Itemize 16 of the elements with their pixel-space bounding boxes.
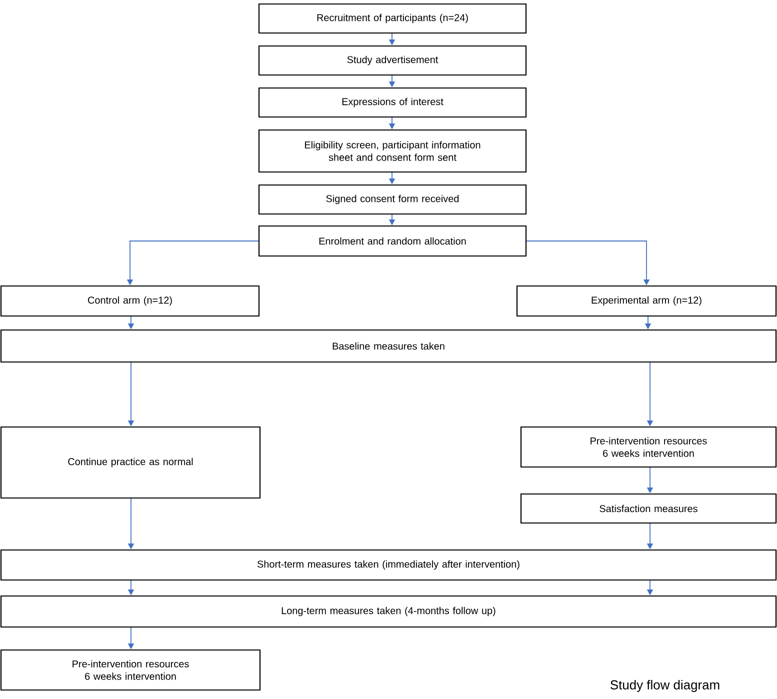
process-box: Expressions of interest: [258, 87, 527, 118]
process-box: Recruitment of participants (n=24): [258, 3, 527, 34]
process-box: Continue practice as normal: [0, 426, 261, 499]
process-box: Pre-intervention resources 6 weeks intervention: [520, 426, 777, 468]
process-box: Experimental arm (n=12): [516, 285, 777, 317]
process-box: Control arm (n=12): [0, 285, 260, 317]
process-box: Signed consent form received: [258, 184, 527, 215]
process-box: Baseline measures taken: [0, 329, 777, 363]
process-box: Eligibility screen, participant information sheet and consent form sent: [258, 129, 527, 173]
caption: Study flow diagram: [610, 680, 720, 692]
process-box: Satisfaction measures: [520, 493, 777, 524]
process-box: Short-term measures taken (immediately after intervention): [0, 549, 777, 581]
process-box: Enrolment and random allocation: [258, 225, 527, 257]
process-box: Pre-intervention resources 6 weeks intervention: [0, 649, 261, 691]
process-box: Long-term measures taken (4-months follow up): [0, 595, 777, 628]
process-box: Study advertisement: [258, 45, 527, 76]
